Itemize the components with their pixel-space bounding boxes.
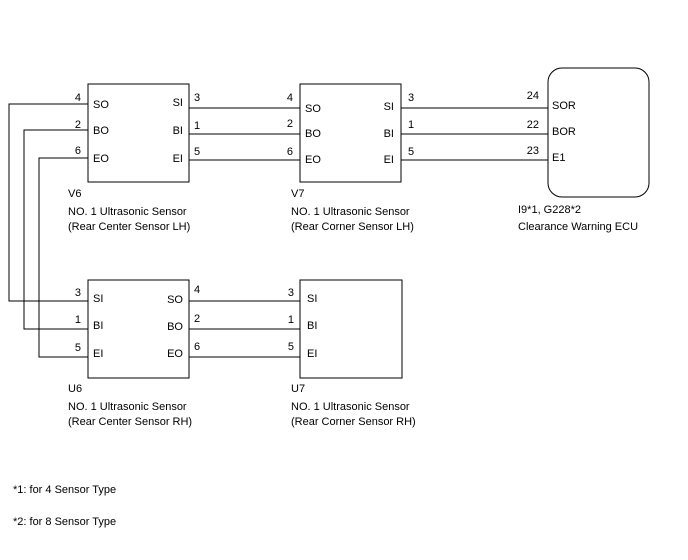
u7-pin-bi-label: BI — [307, 320, 317, 332]
ecu-code: I9*1, G228*2 — [518, 204, 581, 216]
v6-pin-eo-number: 6 — [75, 145, 81, 157]
v6-pin-bi-label: BI — [173, 125, 183, 137]
u6-code: U6 — [68, 383, 82, 395]
v6-pin-si-number: 3 — [194, 92, 200, 104]
wire-v6-so-u6-si — [8, 103, 88, 302]
v6-pin-bi-number: 1 — [194, 120, 200, 132]
v6-pin-bo-number: 2 — [75, 119, 81, 131]
u6-description: (Rear Center Sensor RH) — [68, 416, 192, 428]
u7-pin-si-number: 3 — [288, 287, 294, 299]
component-u6: SI BI EI SO BO EO 3 1 5 4 2 6 U6 NO. 1 U… — [68, 279, 200, 428]
u6-pin-ei-label: EI — [93, 348, 103, 360]
v6-pin-bo-label: BO — [93, 125, 109, 137]
u6-pin-ei-number: 5 — [75, 342, 81, 354]
u6-pin-so-number: 4 — [194, 284, 200, 296]
v7-name: NO. 1 Ultrasonic Sensor — [291, 206, 410, 218]
u6-pin-bi-number: 1 — [75, 314, 81, 326]
u7-pin-ei-label: EI — [307, 348, 317, 360]
v6-pin-ei-label: EI — [173, 153, 183, 165]
u6-pin-si-label: SI — [93, 293, 103, 305]
u6-pin-si-number: 3 — [75, 287, 81, 299]
u6-box — [87, 279, 190, 379]
v7-code: V7 — [291, 188, 304, 200]
component-ecu: SOR BOR E1 24 22 23 I9*1, G228*2 Clearan… — [518, 67, 650, 233]
component-v6: SO BO EO SI BI EI 4 2 6 3 1 5 V6 NO. 1 U… — [68, 83, 200, 233]
u7-code: U7 — [291, 383, 305, 395]
footnote-1: *1: for 4 Sensor Type — [13, 484, 116, 496]
component-v7: SO BO EO SI BI EI 4 2 6 3 1 5 V7 NO. 1 U… — [287, 83, 414, 233]
v7-description: (Rear Corner Sensor LH) — [291, 221, 414, 233]
u7-box — [299, 279, 403, 379]
u6-pin-bi-label: BI — [93, 320, 103, 332]
v7-box — [299, 83, 402, 183]
v7-pin-bo-number: 2 — [287, 118, 293, 130]
v6-pin-si-label: SI — [173, 97, 183, 109]
v7-pin-si-label: SI — [384, 101, 394, 113]
u6-pin-bo-label: BO — [167, 321, 183, 333]
v6-box — [87, 83, 190, 183]
ecu-pin-e1-number: 23 — [527, 145, 539, 157]
v6-pin-so-number: 4 — [75, 92, 81, 104]
u6-pin-bo-number: 2 — [194, 313, 200, 325]
v6-pin-ei-number: 5 — [194, 146, 200, 158]
ecu-box — [547, 67, 650, 198]
u6-pin-eo-number: 6 — [194, 341, 200, 353]
u7-pin-ei-number: 5 — [288, 341, 294, 353]
ecu-pin-bor-label: BOR — [552, 126, 576, 138]
ecu-name: Clearance Warning ECU — [518, 221, 638, 233]
v7-pin-bi-label: BI — [384, 128, 394, 140]
footnote-2: *2: for 8 Sensor Type — [13, 516, 116, 528]
v7-pin-eo-number: 6 — [287, 146, 293, 158]
v7-pin-bo-label: BO — [305, 128, 321, 140]
u7-pin-bi-number: 1 — [288, 314, 294, 326]
component-u7: SI BI EI 3 1 5 U7 NO. 1 Ultrasonic Senso… — [288, 279, 416, 428]
ecu-pin-bor-number: 22 — [527, 119, 539, 131]
footnotes: *1: for 4 Sensor Type *2: for 8 Sensor T… — [13, 484, 116, 528]
v7-pin-eo-label: EO — [305, 154, 321, 166]
wire-v6-eo-u6-ei — [38, 157, 88, 358]
v7-pin-so-label: SO — [305, 103, 321, 115]
v7-pin-ei-number: 5 — [408, 146, 414, 158]
u6-pin-so-label: SO — [167, 294, 183, 306]
wire-v6-bo-u6-bi — [23, 129, 88, 330]
v6-pin-eo-label: EO — [93, 153, 109, 165]
u7-description: (Rear Corner Sensor RH) — [291, 416, 416, 428]
v6-description: (Rear Center Sensor LH) — [68, 221, 190, 233]
v7-pin-bi-number: 1 — [408, 119, 414, 131]
ecu-pin-sor-number: 24 — [527, 90, 539, 102]
v7-pin-ei-label: EI — [384, 154, 394, 166]
wires — [8, 103, 548, 358]
u7-name: NO. 1 Ultrasonic Sensor — [291, 401, 410, 413]
ecu-pin-e1-label: E1 — [552, 152, 565, 164]
u6-name: NO. 1 Ultrasonic Sensor — [68, 401, 187, 413]
ecu-pin-sor-label: SOR — [552, 100, 576, 112]
v6-code: V6 — [68, 188, 81, 200]
u7-pin-si-label: SI — [307, 293, 317, 305]
v7-pin-si-number: 3 — [408, 92, 414, 104]
u6-pin-eo-label: EO — [167, 348, 183, 360]
v6-pin-so-label: SO — [93, 99, 109, 111]
v7-pin-so-number: 4 — [287, 92, 293, 104]
v6-name: NO. 1 Ultrasonic Sensor — [68, 206, 187, 218]
